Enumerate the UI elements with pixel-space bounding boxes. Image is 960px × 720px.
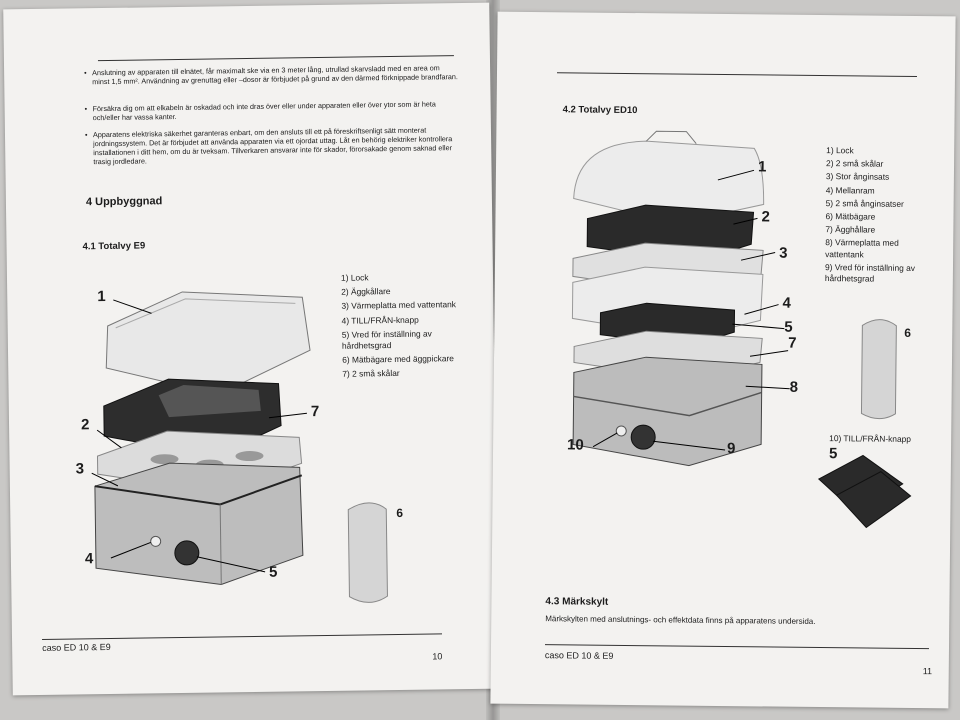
- label-section-heading: 4.3 Märkskylt: [545, 596, 609, 608]
- callout-4: 4: [84, 550, 94, 568]
- part-item: 1) Lock: [826, 145, 854, 156]
- ed10-switch: [615, 425, 627, 437]
- callout-10: 10: [567, 436, 584, 454]
- callout-7: 7: [310, 403, 320, 421]
- e9-measuring-cup: [347, 502, 388, 603]
- e9-switch: [150, 535, 162, 547]
- part-item: 5) 2 små ånginsatser: [825, 197, 904, 209]
- part-item: 6) Mätbägare: [825, 211, 876, 222]
- page-number: 10: [432, 651, 443, 662]
- callout-4: 4: [782, 294, 792, 312]
- ed10-parts-list: 1) Lock 2) 2 små skålar 3) Stor ånginsat…: [825, 145, 930, 285]
- callout-2: 2: [761, 208, 770, 226]
- part-item: 7) 2 små skålar: [342, 368, 400, 380]
- callout-7: 7: [788, 334, 797, 352]
- callout-5: 5: [269, 563, 278, 581]
- part-item: 3) Stor ånginsats: [825, 171, 890, 183]
- e9-diagram: [91, 291, 388, 603]
- page-number: 11: [922, 666, 933, 677]
- callout-8: 8: [789, 378, 799, 396]
- part-item: 9) Vred för inställning av hårdhetsgrad: [824, 261, 916, 284]
- part-item: 4) Mellanram: [825, 184, 875, 196]
- footer-model: caso ED 10 & E9: [42, 641, 111, 653]
- callout-9: 9: [726, 440, 736, 458]
- callout-3: 3: [779, 244, 788, 262]
- part-item: 3) Värmeplatta med vattentank: [341, 299, 457, 312]
- footer-model: caso ED 10 & E9: [544, 650, 614, 661]
- ed10-measuring-cup: [860, 319, 897, 420]
- part-item: 5) Vred för inställning av hårdhetsgrad: [341, 328, 432, 351]
- part-item: 7) Ägghållare: [825, 224, 876, 235]
- callout-1: 1: [97, 288, 106, 306]
- callout-6: 6: [396, 505, 404, 520]
- callout-3: 3: [75, 460, 85, 478]
- ed10-diagram: [571, 130, 912, 529]
- ed10-knob: [630, 424, 656, 450]
- part-item: 2) Äggkållare: [341, 286, 391, 297]
- callout-1: 1: [757, 158, 767, 176]
- part-item: 4) TILL/FRÅN-knapp: [341, 314, 419, 326]
- part-item-extra: 10) TILL/FRÅN-knapp: [829, 433, 912, 444]
- callout-5-detail: 5: [828, 445, 838, 463]
- callout-2: 2: [80, 416, 90, 434]
- e9-lid: [105, 291, 311, 395]
- ed10-lid: [573, 140, 765, 225]
- callout-6-detail: 6: [904, 325, 912, 340]
- part-item: 6) Mätbägare med äggpickare: [342, 353, 454, 365]
- part-item: 8) Värmeplatta med vattentank: [825, 237, 899, 260]
- page-left: •Anslutning av apparaten till elnätet, f…: [3, 2, 499, 696]
- e9-parts-list: 1) Lock 2) Äggkållare 3) Värmeplatta med…: [341, 271, 462, 380]
- e9-knob: [174, 540, 200, 566]
- callout-5: 5: [784, 318, 793, 336]
- page-right: 4.2 Totalvy ED10 1 2: [490, 11, 956, 709]
- part-item: 1) Lock: [340, 272, 369, 283]
- part-item: 2) 2 små skålar: [826, 158, 884, 169]
